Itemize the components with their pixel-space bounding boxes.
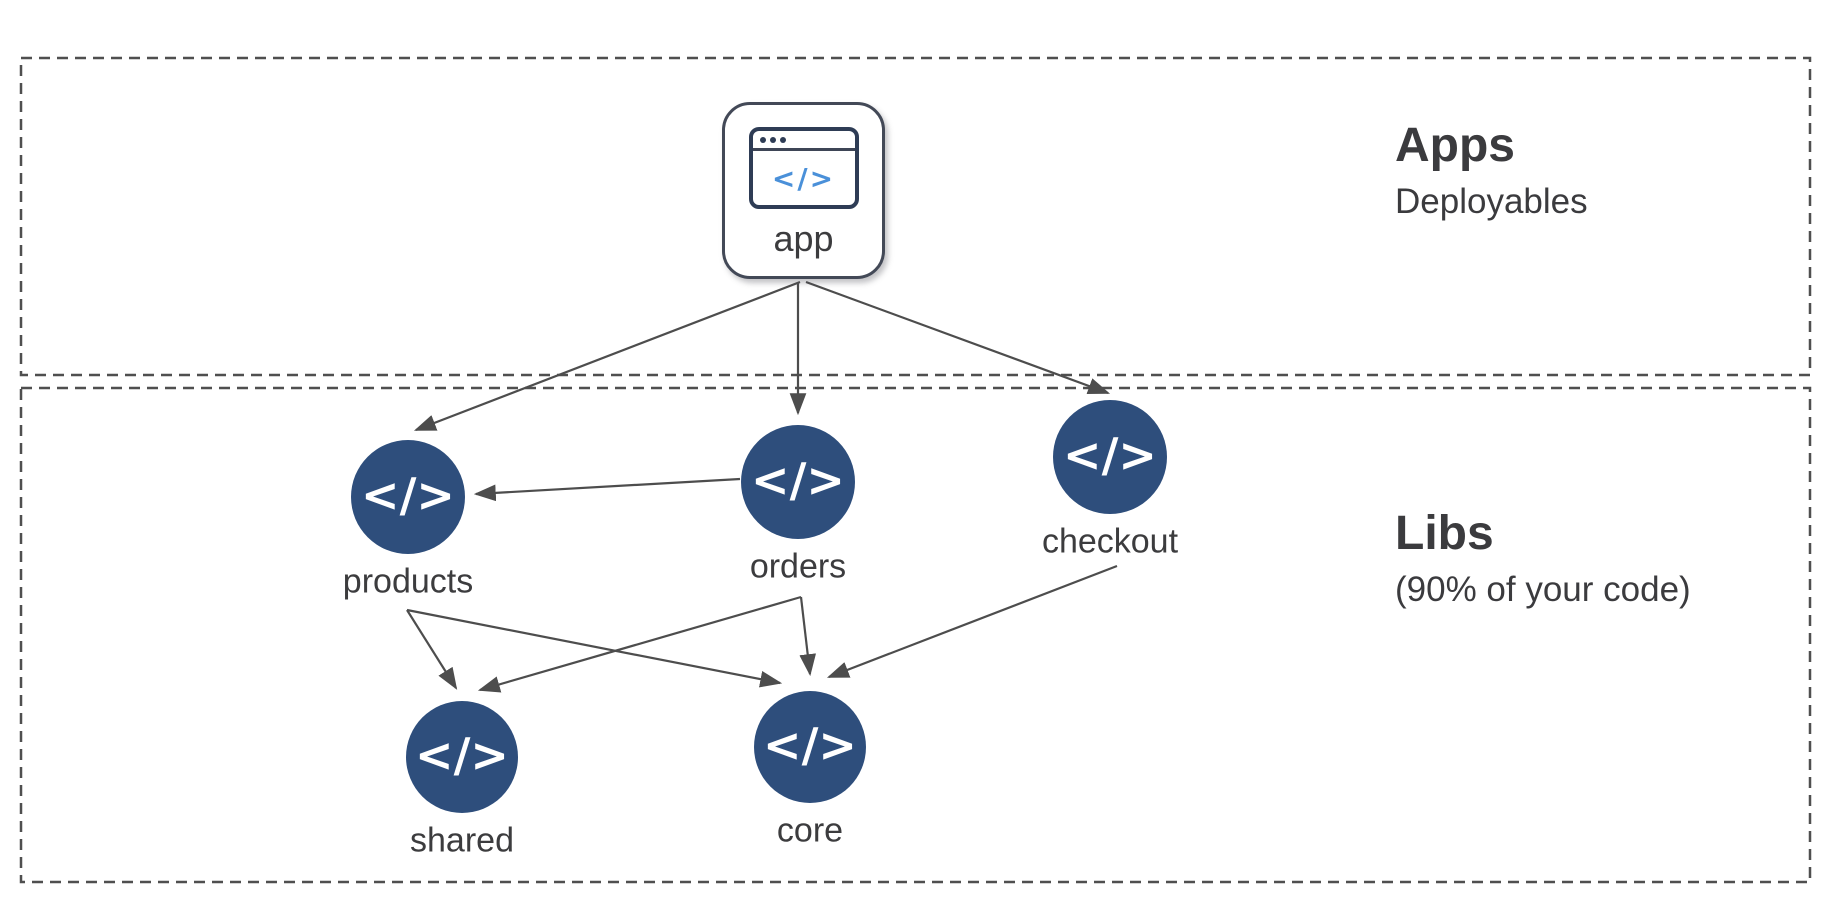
code-icon: </> <box>1063 428 1157 482</box>
node-shared: </> <box>406 701 518 813</box>
browser-window-icon: </> <box>748 127 859 209</box>
region-title-apps: Apps <box>1395 119 1515 172</box>
edge-products-to-shared <box>406 609 458 690</box>
edge-app-to-checkout <box>805 280 1111 395</box>
node-checkout: </> <box>1053 400 1167 514</box>
edge-checkout-to-core <box>826 564 1118 679</box>
node-label-orders: orders <box>749 547 847 586</box>
node-label-products: products <box>342 562 474 601</box>
browser-dot-icon <box>779 136 786 143</box>
region-subtitle-apps: Deployables <box>1395 181 1588 221</box>
region-libs-box <box>19 386 1812 884</box>
edge-products-to-core <box>406 608 783 688</box>
region-title-libs: Libs <box>1395 507 1494 560</box>
code-icon: </> <box>771 161 836 195</box>
edge-orders-to-products <box>473 477 741 502</box>
code-icon: </> <box>751 453 845 507</box>
code-icon: </> <box>763 718 857 772</box>
browser-toolbar <box>752 131 855 151</box>
region-subtitle-libs: (90% of your code) <box>1395 569 1691 609</box>
node-orders: </> <box>741 425 855 539</box>
node-label-core: core <box>776 811 844 850</box>
node-app: </> app <box>722 102 885 279</box>
node-label-checkout: checkout <box>1041 522 1179 561</box>
browser-dot-icon <box>759 136 766 143</box>
node-label-shared: shared <box>410 821 514 860</box>
node-label-app: app <box>773 218 834 259</box>
browser-dot-icon <box>769 136 776 143</box>
node-core: </> <box>754 691 866 803</box>
region-label-apps: Apps Deployables <box>1395 119 1588 221</box>
edge-app-to-products <box>413 280 801 432</box>
edge-orders-to-shared <box>477 595 802 693</box>
region-label-libs: Libs (90% of your code) <box>1395 507 1691 609</box>
browser-content: </> <box>753 151 855 205</box>
code-icon: </> <box>415 728 509 782</box>
code-icon: </> <box>361 468 455 522</box>
edge-orders-to-core <box>799 596 817 677</box>
node-products: </> <box>351 440 465 554</box>
region-apps-box <box>19 56 1812 377</box>
